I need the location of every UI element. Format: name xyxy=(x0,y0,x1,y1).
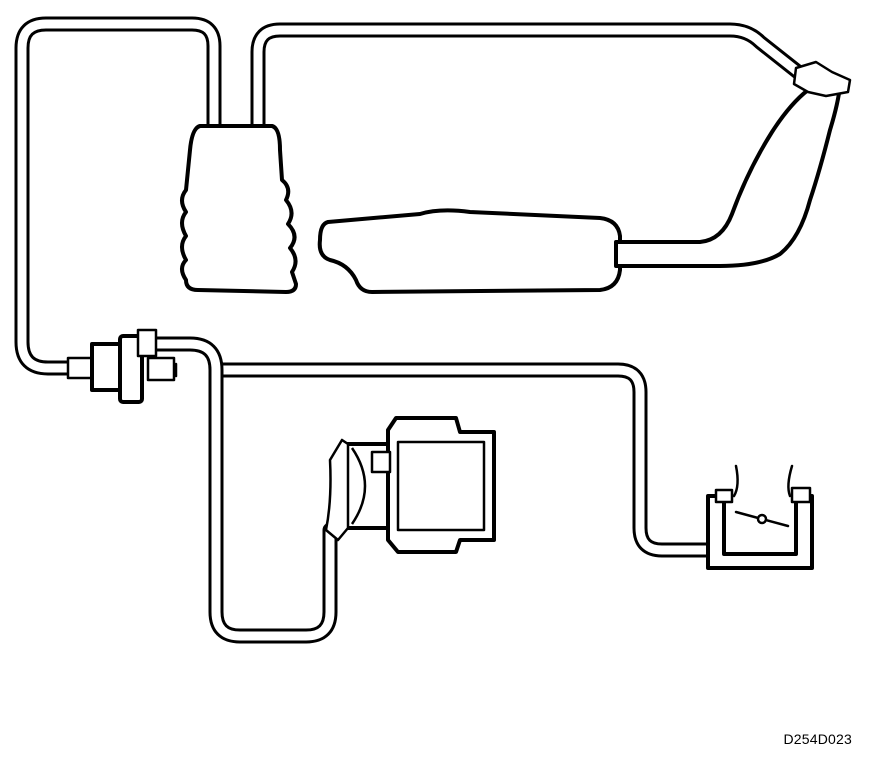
fuel-filler-neck xyxy=(614,60,852,268)
hose-bottom-loop-outline xyxy=(142,336,338,644)
hose-left-loop-core xyxy=(17,19,219,373)
throttle-body xyxy=(706,464,814,570)
air-flow-meter xyxy=(324,416,496,554)
fuel-tank xyxy=(317,208,622,294)
hose-tubes xyxy=(14,16,816,644)
fuel-cap xyxy=(792,60,852,98)
hose-top-run-outline xyxy=(250,22,816,132)
vsv-valve xyxy=(66,328,178,404)
hose-right-run-core xyxy=(217,365,723,555)
figure-code: D254D023 xyxy=(783,731,852,747)
charcoal-canister xyxy=(180,124,298,294)
hose-bottom-loop-core xyxy=(145,339,335,641)
hose-top-run-core xyxy=(253,25,813,129)
